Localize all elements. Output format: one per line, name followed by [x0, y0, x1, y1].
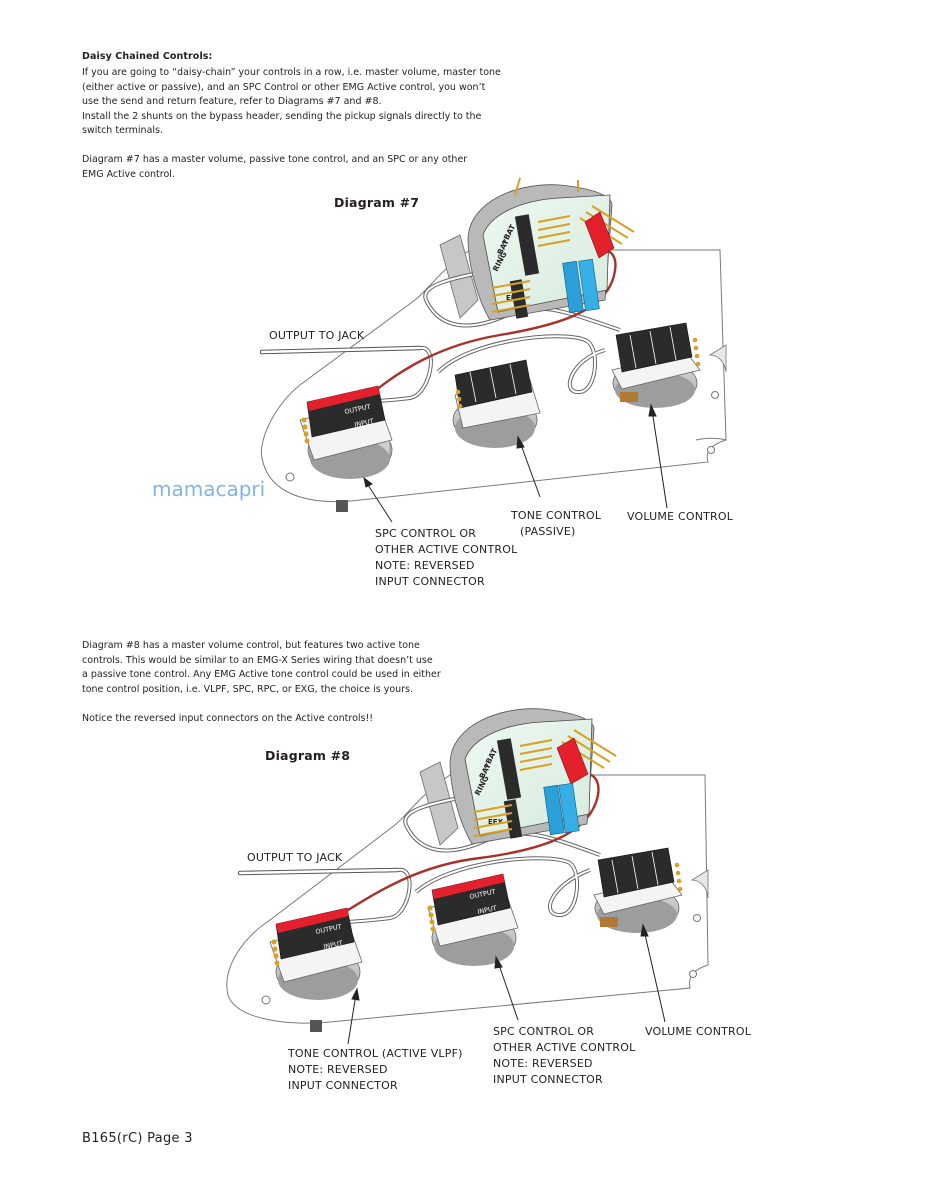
diagram7-spc-label: SPC CONTROL OR OTHER ACTIVE CONTROL NOTE…	[375, 526, 517, 590]
label-line: NOTE: REVERSED	[288, 1063, 388, 1076]
diagram8-notice: Notice the reversed input connectors on …	[82, 712, 522, 727]
preamp-board: +BAT -BAT RING EFX	[467, 177, 635, 321]
diagram8-intro-line: controls. This would be similar to an EM…	[82, 654, 433, 666]
diagram8-volume-label: VOLUME CONTROL	[645, 1025, 752, 1038]
blue-shunts	[562, 258, 600, 314]
board-label-efx: EFX	[488, 818, 504, 826]
label-line: (PASSIVE)	[520, 525, 576, 538]
vlpf-input-label: INPUT	[323, 939, 344, 951]
preamp-board: +BAT -BAT RING EFX	[449, 708, 617, 845]
diagram8-intro-line: tone control position, i.e. VLPF, SPC, R…	[82, 683, 414, 695]
spc-control: OUTPUT INPUT	[427, 873, 519, 966]
label-line: TONE CONTROL	[511, 509, 602, 522]
diagram8-intro-line: Diagram #8 has a master volume control, …	[82, 640, 420, 651]
red-shunt	[584, 211, 615, 259]
diagram8-title: Diagram #8	[265, 748, 351, 763]
label-line: TONE CONTROL (ACTIVE VLPF)	[288, 1047, 463, 1060]
spc-input-label: INPUT	[354, 417, 375, 429]
label-line: OTHER ACTIVE CONTROL	[375, 543, 518, 556]
intro-line: switch terminals.	[82, 125, 164, 137]
spc-control: OUTPUT INPUT	[299, 385, 393, 479]
intro-line: use the send and return feature, refer t…	[82, 96, 382, 108]
blue-shunts	[543, 782, 580, 836]
diagram8-tone-label: TONE CONTROL (ACTIVE VLPF) NOTE: REVERSE…	[288, 1046, 463, 1094]
watermark: mamacapri	[152, 477, 266, 501]
spc-input-label: INPUT	[477, 904, 498, 916]
label-line: INPUT CONNECTOR	[375, 575, 485, 588]
label-line: INPUT CONNECTOR	[493, 1073, 603, 1086]
intro-paragraph: If you are going to “daisy-chain” your c…	[82, 66, 522, 139]
vlpf-tone-control: OUTPUT INPUT	[269, 907, 363, 1000]
tone-control	[452, 359, 541, 448]
volume-control	[611, 322, 701, 408]
label-line: SPC CONTROL OR	[493, 1025, 595, 1038]
notice-line: Notice the reversed input connectors on …	[82, 713, 374, 724]
diagram8-arrows	[347, 923, 666, 1045]
diagram7-intro-line: EMG Active control.	[82, 168, 175, 180]
label-line: NOTE: REVERSED	[375, 559, 475, 572]
diagram8-spc-label: SPC CONTROL OR OTHER ACTIVE CONTROL NOTE…	[493, 1024, 635, 1088]
intro-line: If you are going to “daisy-chain” your c…	[82, 67, 501, 78]
page-footer: B165(rC) Page 3	[82, 1131, 193, 1146]
diagram8-intro-line: a passive tone control. Any EMG Active t…	[82, 669, 441, 681]
label-line: NOTE: REVERSED	[493, 1057, 593, 1070]
diagram7-volume-label: VOLUME CONTROL	[627, 510, 734, 523]
red-shunt	[556, 737, 589, 785]
section-heading: Daisy Chained Controls:	[82, 51, 213, 62]
diagram7-output-label: OUTPUT TO JACK	[269, 329, 365, 342]
diagram8-drawing: +BAT -BAT RING EFX	[226, 708, 709, 1045]
diagram7-drawing: +BAT -BAT RING EFX	[259, 177, 727, 523]
label-line: INPUT CONNECTOR	[288, 1079, 398, 1092]
diagram7-intro: Diagram #7 has a master volume, passive …	[82, 153, 522, 182]
label-line: SPC CONTROL OR	[375, 527, 477, 540]
diagram7-arrows	[363, 403, 668, 523]
red-wire	[339, 772, 600, 917]
label-line: OTHER ACTIVE CONTROL	[493, 1041, 636, 1054]
volume-control	[593, 847, 683, 933]
diagram7-intro-line: Diagram #7 has a master volume, passive …	[82, 154, 468, 165]
diagram8-intro: Diagram #8 has a master volume control, …	[82, 639, 522, 697]
diagram8-output-label: OUTPUT TO JACK	[247, 851, 343, 864]
intro-line: Install the 2 shunts on the bypass heade…	[82, 110, 482, 122]
diagram7-title: Diagram #7	[334, 195, 420, 210]
red-wire	[369, 248, 617, 396]
intro-line: (either active or passive), and an SPC C…	[82, 81, 486, 93]
diagram7-tone-label: TONE CONTROL (PASSIVE)	[511, 508, 601, 540]
